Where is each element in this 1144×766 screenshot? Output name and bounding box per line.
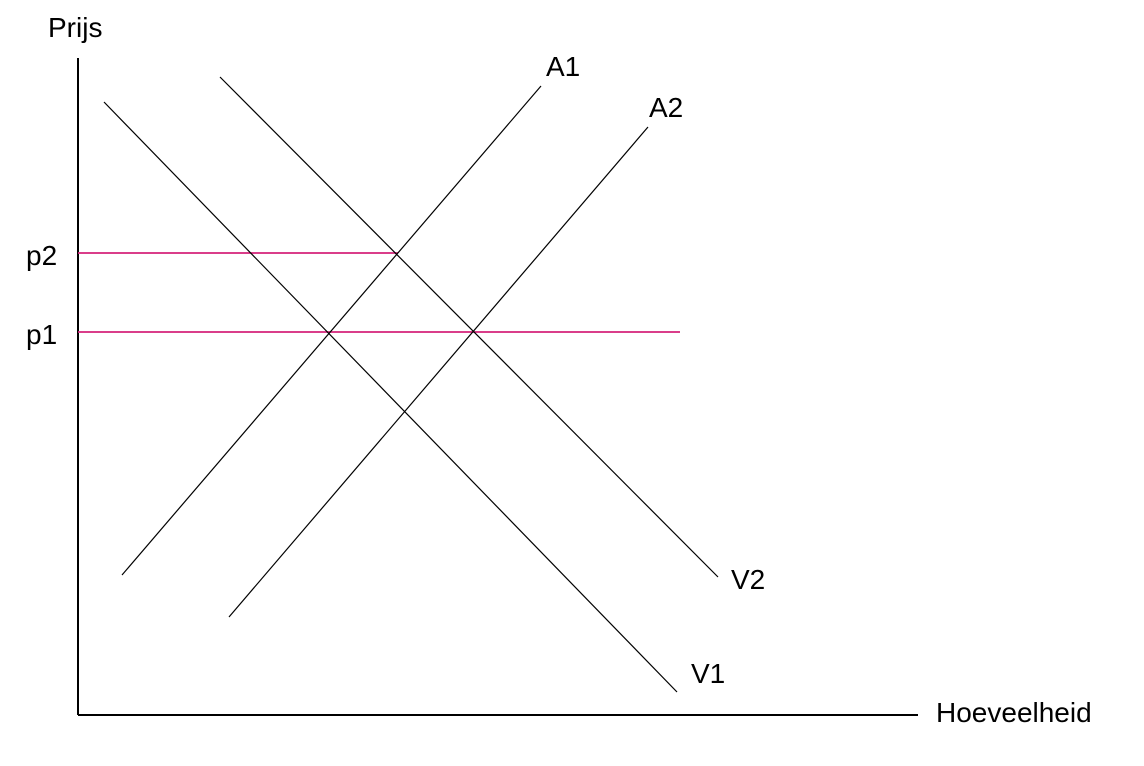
curve-label-a2: A2 xyxy=(649,92,683,123)
curve-label-v1: V1 xyxy=(691,658,725,689)
curve-label-a1: A1 xyxy=(546,51,580,82)
supply-curve-a2 xyxy=(228,126,649,618)
curve-label-v2: V2 xyxy=(731,564,765,595)
demand-curve-v1 xyxy=(103,101,678,693)
x-axis-label: Hoeveelheid xyxy=(936,697,1092,728)
price-label-p2: p2 xyxy=(26,240,57,271)
price-label-p1: p1 xyxy=(26,319,57,350)
demand-curve-v2 xyxy=(219,76,719,578)
y-axis-label: Prijs xyxy=(48,12,102,43)
supply-curve-a1 xyxy=(121,85,542,576)
